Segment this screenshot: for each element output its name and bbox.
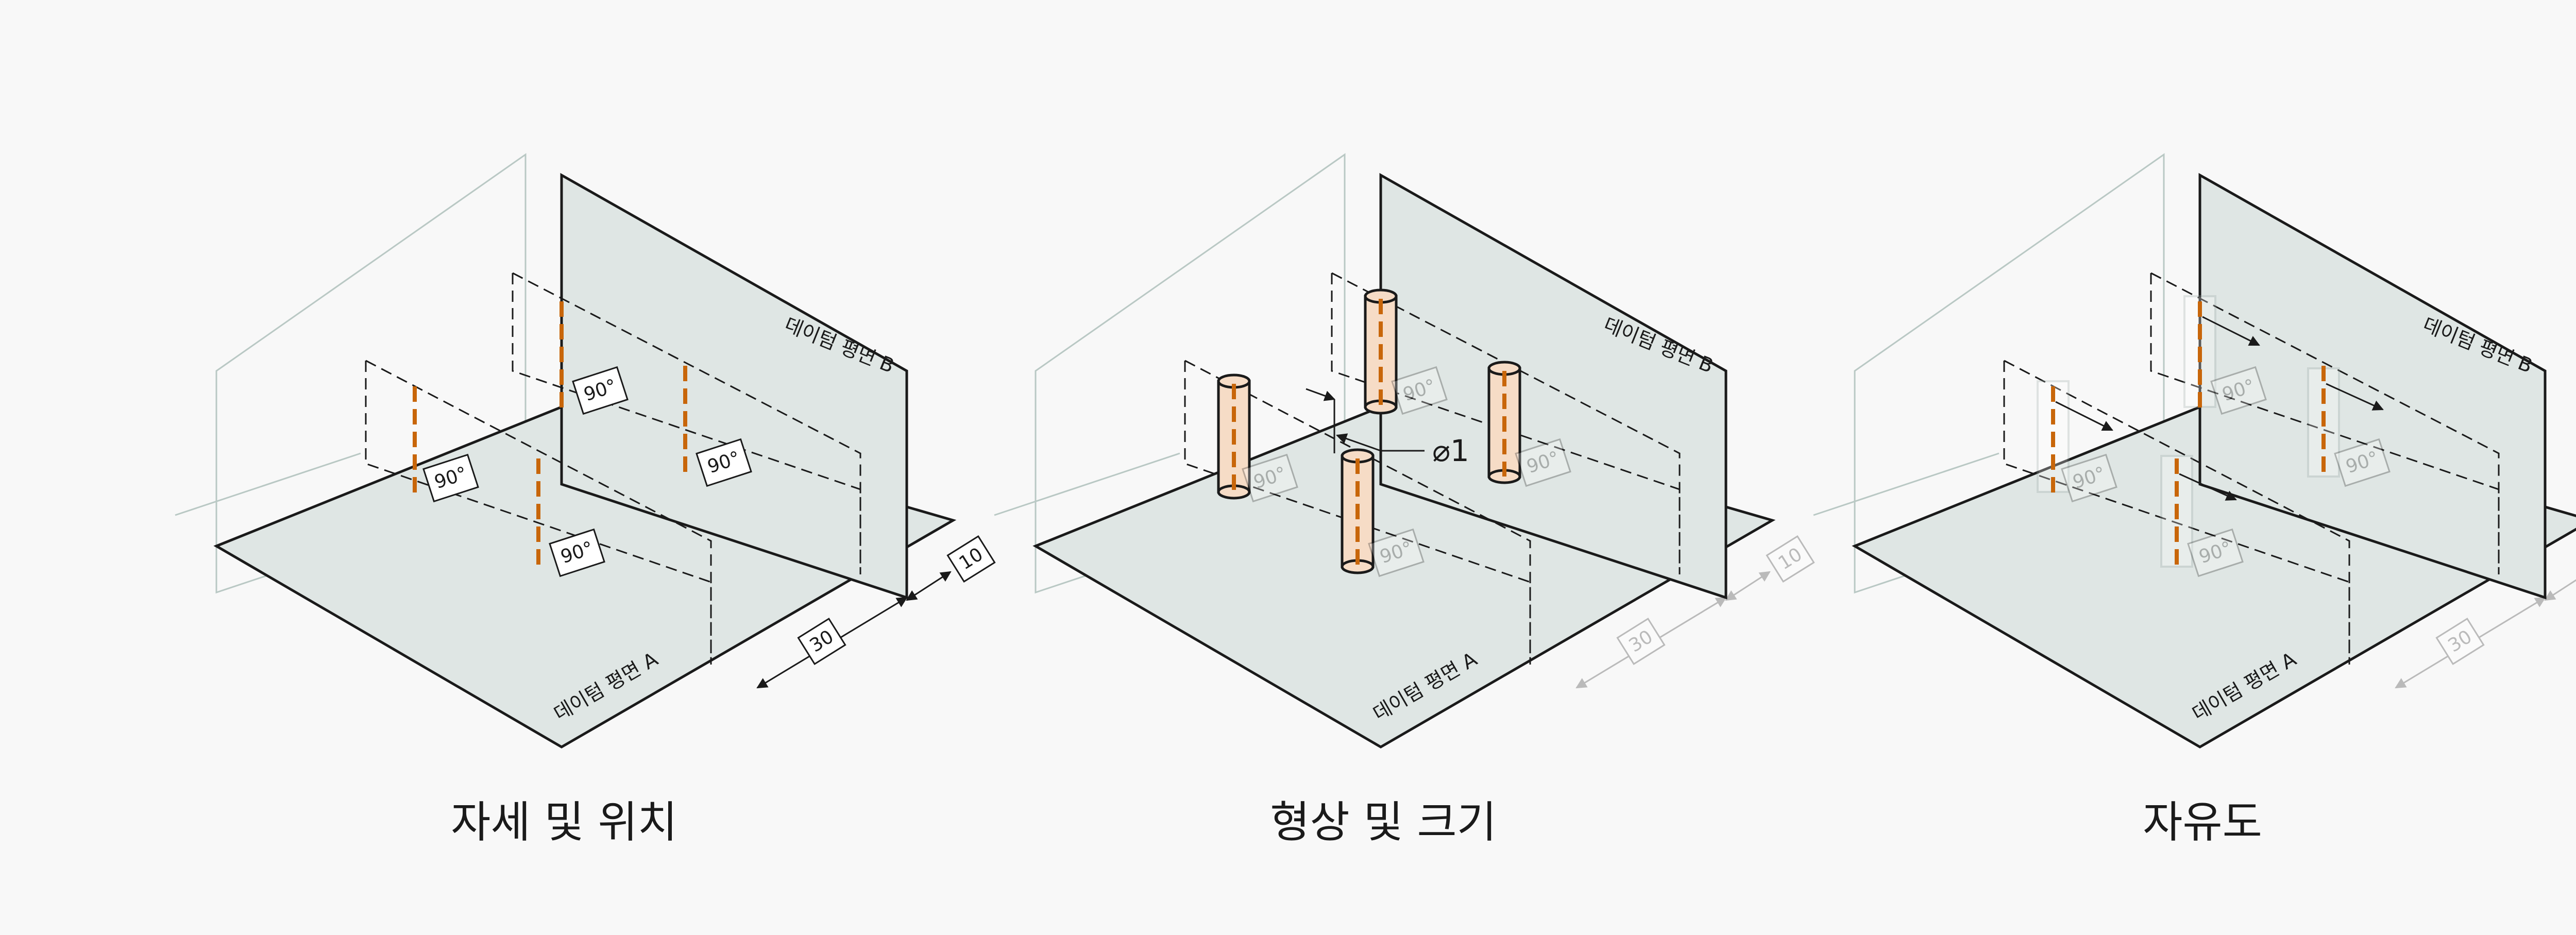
tolerance-cylinder <box>1217 373 1251 500</box>
angle-callout: 90° <box>1242 453 1298 503</box>
panel-degrees-of-freedom: 90° 90° 90° 90° 30 10 <box>1813 153 2576 847</box>
tolerance-cylinder <box>1487 361 1521 484</box>
tolerance-frame <box>365 360 712 665</box>
angle-callout: 90° <box>2187 528 2244 577</box>
tolerance-frame <box>365 361 712 665</box>
dof-arrow <box>2055 401 2113 431</box>
tolerance-frame <box>2003 361 2350 665</box>
dimension-box-10: 10 <box>1766 535 1815 583</box>
angle-callout: 90° <box>2061 453 2117 503</box>
tolerance-cylinder <box>1364 288 1398 415</box>
ghost-cylinder <box>2160 455 2193 568</box>
dof-arrow <box>2179 473 2237 501</box>
angle-callout: 90° <box>1515 438 1571 487</box>
tolerance-frame <box>512 273 861 574</box>
dimension-line-10 <box>2544 571 2576 601</box>
dimension-box-30: 30 <box>797 617 846 666</box>
panel-caption: 자세 및 위치 <box>451 797 677 847</box>
angle-callout: 90° <box>2210 366 2267 415</box>
dof-arrow <box>2202 316 2260 346</box>
tolerance-frame <box>2004 360 2350 665</box>
dimension-box-30: 30 <box>2435 617 2485 666</box>
panel-caption: 자유도 <box>2143 797 2262 847</box>
angle-callout: 90° <box>549 528 605 577</box>
angle-callout: 90° <box>1368 528 1425 577</box>
dimension-line-10 <box>1725 571 1771 601</box>
angle-callout: 90° <box>572 366 629 415</box>
panel-caption: 형상 및 크기 <box>1270 797 1497 847</box>
svg-text:⌀1: ⌀1 <box>1432 433 1469 468</box>
dimension-line-30 <box>1575 597 1727 689</box>
tolerance-frame <box>1184 360 1531 665</box>
ghost-plane-edge <box>1813 452 1999 516</box>
tolerance-cylinder <box>1341 448 1375 574</box>
tolerance-frame <box>2150 273 2500 574</box>
dimension-box-10: 10 <box>946 535 996 583</box>
angle-callout: 90° <box>2334 438 2391 487</box>
tolerance-frame <box>1331 272 1681 574</box>
angle-callout: 90° <box>696 438 752 487</box>
dof-arrow <box>2326 383 2384 411</box>
panel-form-size: ⌀1 90° 90° 90° 90° 30 <box>994 153 1815 847</box>
dimension-line-10 <box>906 571 952 601</box>
angle-callout: 90° <box>1391 366 1448 415</box>
panel-orientation-location: 90° 90° 90° 90° 30 10 데이텀 평면 A 데이텀 평면 B … <box>175 153 996 847</box>
dimension-box-30: 30 <box>1616 617 1666 666</box>
angle-callout: 90° <box>422 453 479 503</box>
diameter-callout: ⌀1 <box>1306 388 1469 468</box>
ghost-plane-edge <box>175 452 361 516</box>
tolerance-frame <box>512 272 861 574</box>
tolerance-frame <box>2150 272 2500 574</box>
ghost-plane-edge <box>994 452 1180 516</box>
dimension-line-30 <box>2395 597 2546 689</box>
